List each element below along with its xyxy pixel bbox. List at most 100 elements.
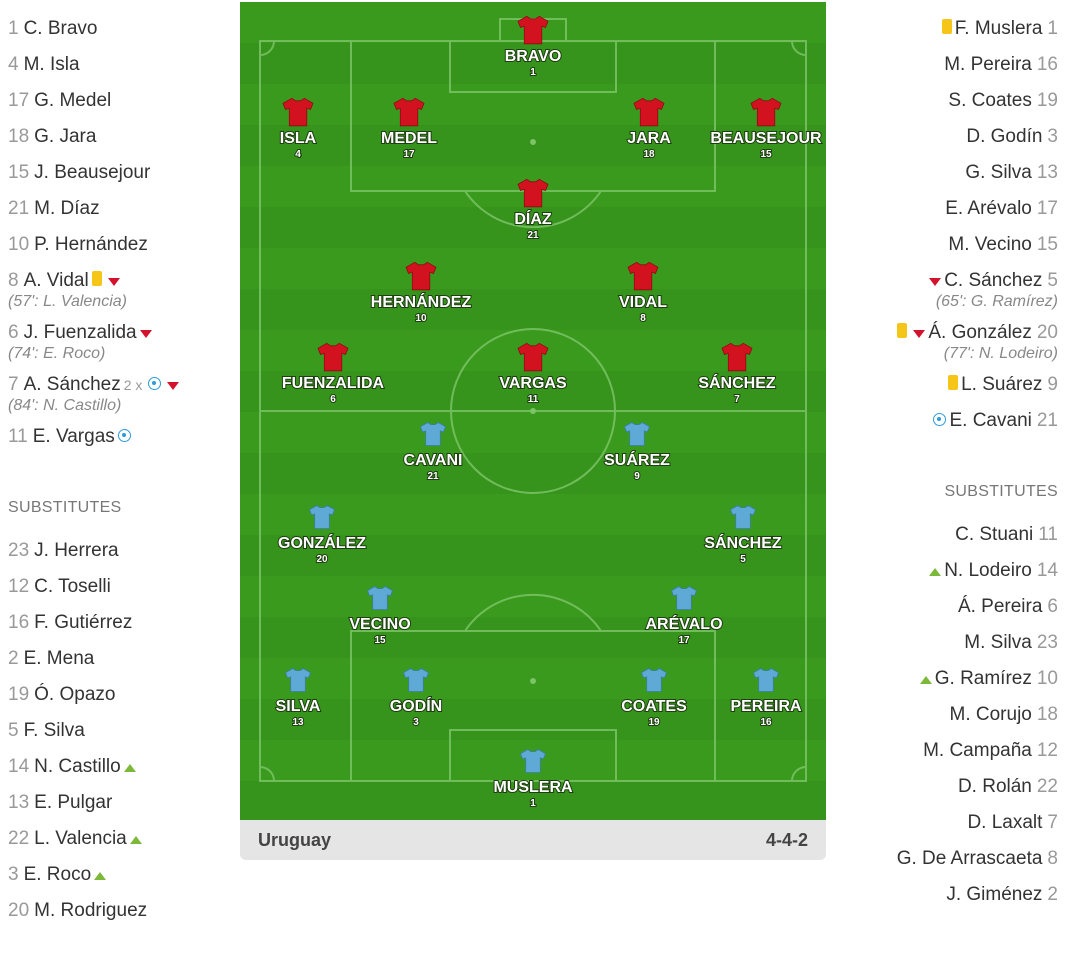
player-name[interactable]: E. Mena <box>23 648 95 669</box>
player-name[interactable]: J. Fuenzalida <box>23 322 137 343</box>
player-name[interactable]: L. Valencia <box>34 828 127 849</box>
player-name[interactable]: G. Jara <box>34 126 97 147</box>
player-name[interactable]: C. Stuani <box>955 524 1034 545</box>
player-name[interactable]: Ó. Opazo <box>34 684 116 705</box>
player-name[interactable]: G. Silva <box>965 162 1032 183</box>
player-name[interactable]: M. Campaña <box>923 740 1032 761</box>
player-name[interactable]: G. Ramírez <box>934 668 1032 689</box>
player-name[interactable]: M. Díaz <box>34 198 100 219</box>
player-name[interactable]: M. Rodriguez <box>34 900 148 921</box>
player-name[interactable]: A. Sánchez <box>23 374 121 395</box>
player-name[interactable]: N. Lodeiro <box>944 560 1032 581</box>
player-name[interactable]: F. Muslera <box>954 18 1043 39</box>
player-name[interactable]: J. Herrera <box>34 540 119 561</box>
player-name[interactable]: D. Godín <box>966 126 1043 147</box>
player-name[interactable]: E. Cavani <box>949 410 1032 431</box>
player-name[interactable]: E. Arévalo <box>945 198 1032 219</box>
player-name[interactable]: S. Coates <box>948 90 1032 111</box>
player-name[interactable]: M. Isla <box>23 54 80 75</box>
player-name[interactable]: D. Rolán <box>957 776 1032 797</box>
player-name[interactable]: M. Vecino <box>948 234 1032 255</box>
player-name[interactable]: L. Suárez <box>961 374 1043 395</box>
player-name[interactable]: E. Roco <box>23 864 92 885</box>
player-name[interactable]: C. Sánchez <box>944 270 1043 291</box>
player-name[interactable]: G. De Arrascaeta <box>896 848 1043 869</box>
player-name[interactable]: M. Pereira <box>944 54 1032 75</box>
player-name[interactable]: F. Silva <box>23 720 85 741</box>
player-name[interactable]: M. Silva <box>964 632 1032 653</box>
player-name[interactable]: J. Beausejour <box>34 162 151 183</box>
player-name[interactable]: A. Vidal <box>23 270 89 291</box>
player-name[interactable]: E. Pulgar <box>34 792 113 813</box>
player-name[interactable]: M. Corujo <box>949 704 1032 725</box>
player-name[interactable]: C. Bravo <box>23 18 98 39</box>
player-name[interactable]: Á. González <box>928 322 1032 343</box>
player-name[interactable]: D. Laxalt <box>967 812 1043 833</box>
player-name[interactable]: C. Toselli <box>34 576 111 597</box>
player-name[interactable]: J. Giménez <box>946 884 1043 905</box>
player-name[interactable]: E. Vargas <box>32 426 115 447</box>
player-name[interactable]: Á. Pereira <box>957 596 1043 617</box>
